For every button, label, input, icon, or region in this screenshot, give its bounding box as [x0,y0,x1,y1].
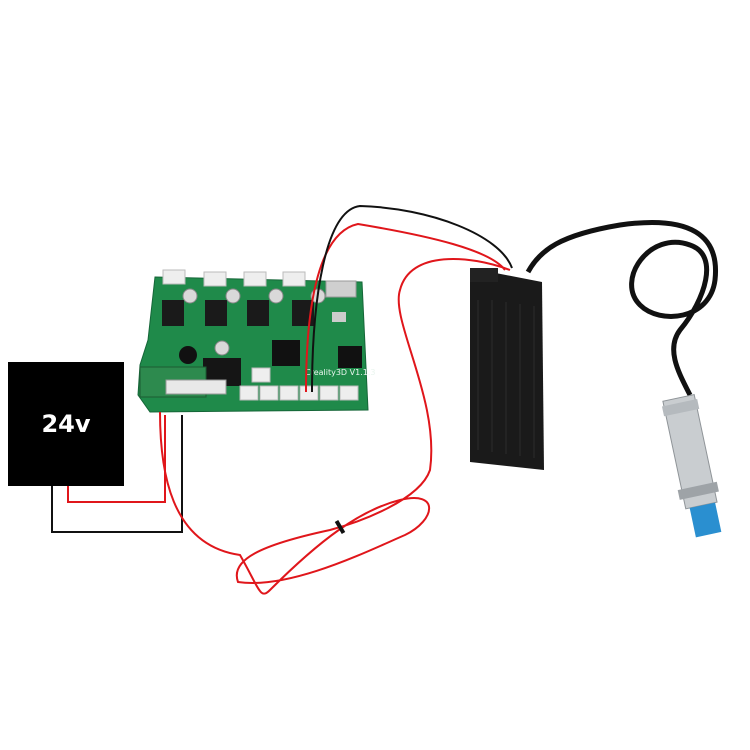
power-supply-icon [8,362,124,486]
board-black-wire [311,204,513,393]
power-supply-label: 24v [41,410,91,438]
board-red-wire [305,222,506,393]
relay-module-icon [470,268,544,470]
loop-red-wire [159,258,511,595]
cable-tie [334,519,346,535]
board-silkscreen: Creality3D V1.1.3 [305,368,375,377]
control-board-icon [137,269,369,413]
psu-black-wire [51,415,183,533]
sensor-cable [525,219,719,397]
psu-red-wire [67,415,166,503]
inductive-sensor-icon [661,393,722,538]
